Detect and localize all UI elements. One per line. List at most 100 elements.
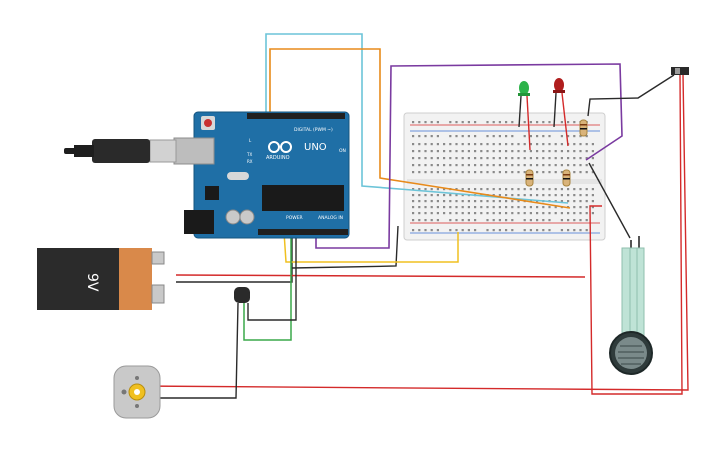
breadboard-hole[interactable] [486, 164, 489, 167]
breadboard-hole[interactable] [412, 157, 415, 160]
breadboard-hole[interactable] [424, 121, 427, 124]
breadboard-hole[interactable] [560, 229, 563, 232]
breadboard-hole[interactable] [498, 164, 501, 167]
breadboard-hole[interactable] [579, 229, 582, 232]
breadboard-hole[interactable] [418, 229, 421, 232]
breadboard-hole[interactable] [486, 212, 489, 215]
breadboard-hole[interactable] [455, 200, 458, 203]
breadboard-hole[interactable] [567, 157, 570, 160]
breadboard-hole[interactable] [424, 200, 427, 203]
breadboard-hole[interactable] [455, 143, 458, 146]
breadboard-hole[interactable] [486, 157, 489, 160]
breadboard-hole[interactable] [412, 135, 415, 138]
breadboard-hole[interactable] [548, 194, 551, 197]
breadboard-hole[interactable] [542, 143, 545, 146]
breadboard-hole[interactable] [505, 164, 508, 167]
breadboard-hole[interactable] [474, 171, 477, 174]
breadboard-hole[interactable] [443, 212, 446, 215]
breadboard-hole[interactable] [529, 143, 532, 146]
breadboard-hole[interactable] [436, 171, 439, 174]
breadboard-hole[interactable] [511, 150, 514, 153]
breadboard-hole[interactable] [424, 229, 427, 232]
breadboard-hole[interactable] [517, 143, 520, 146]
breadboard-hole[interactable] [517, 206, 520, 209]
breadboard-hole[interactable] [529, 194, 532, 197]
breadboard-hole[interactable] [505, 157, 508, 160]
breadboard-hole[interactable] [548, 219, 551, 222]
breadboard-hole[interactable] [424, 194, 427, 197]
breadboard-hole[interactable] [554, 206, 557, 209]
breadboard-hole[interactable] [560, 219, 563, 222]
breadboard-hole[interactable] [436, 212, 439, 215]
breadboard-hole[interactable] [443, 157, 446, 160]
breadboard-hole[interactable] [436, 121, 439, 124]
breadboard-hole[interactable] [554, 150, 557, 153]
breadboard-hole[interactable] [430, 219, 433, 222]
breadboard-hole[interactable] [511, 171, 514, 174]
breadboard-hole[interactable] [548, 157, 551, 160]
breadboard-hole[interactable] [443, 143, 446, 146]
breadboard-hole[interactable] [536, 219, 539, 222]
breadboard-hole[interactable] [591, 194, 594, 197]
breadboard-hole[interactable] [436, 150, 439, 153]
breadboard-hole[interactable] [511, 212, 514, 215]
breadboard-hole[interactable] [430, 164, 433, 167]
breadboard-hole[interactable] [523, 121, 526, 124]
breadboard-hole[interactable] [492, 143, 495, 146]
breadboard-hole[interactable] [554, 188, 557, 191]
breadboard-hole[interactable] [455, 188, 458, 191]
breadboard-hole[interactable] [480, 200, 483, 203]
breadboard-hole[interactable] [542, 206, 545, 209]
breadboard-hole[interactable] [455, 164, 458, 167]
breadboard-hole[interactable] [492, 164, 495, 167]
breadboard-hole[interactable] [517, 188, 520, 191]
breadboard-hole[interactable] [511, 206, 514, 209]
breadboard-hole[interactable] [567, 150, 570, 153]
breadboard-hole[interactable] [523, 135, 526, 138]
breadboard-hole[interactable] [579, 164, 582, 167]
breadboard-hole[interactable] [498, 171, 501, 174]
breadboard-hole[interactable] [461, 171, 464, 174]
breadboard-hole[interactable] [505, 212, 508, 215]
breadboard-hole[interactable] [474, 206, 477, 209]
breadboard-hole[interactable] [548, 229, 551, 232]
breadboard-hole[interactable] [430, 188, 433, 191]
breadboard-hole[interactable] [492, 194, 495, 197]
breadboard-hole[interactable] [567, 194, 570, 197]
breadboard-hole[interactable] [436, 200, 439, 203]
breadboard-hole[interactable] [461, 157, 464, 160]
breadboard-hole[interactable] [511, 135, 514, 138]
breadboard-hole[interactable] [424, 188, 427, 191]
breadboard-hole[interactable] [591, 206, 594, 209]
breadboard-hole[interactable] [492, 188, 495, 191]
breadboard-hole[interactable] [511, 157, 514, 160]
breadboard-hole[interactable] [573, 194, 576, 197]
breadboard-hole[interactable] [579, 212, 582, 215]
breadboard-hole[interactable] [585, 143, 588, 146]
breadboard-hole[interactable] [542, 188, 545, 191]
breadboard-hole[interactable] [560, 121, 563, 124]
breadboard-hole[interactable] [492, 219, 495, 222]
breadboard-hole[interactable] [585, 229, 588, 232]
breadboard-hole[interactable] [455, 135, 458, 138]
breadboard-hole[interactable] [461, 206, 464, 209]
breadboard-hole[interactable] [430, 157, 433, 160]
breadboard-hole[interactable] [436, 157, 439, 160]
breadboard-hole[interactable] [474, 164, 477, 167]
breadboard-hole[interactable] [461, 194, 464, 197]
breadboard-hole[interactable] [461, 212, 464, 215]
breadboard-hole[interactable] [474, 157, 477, 160]
breadboard-hole[interactable] [474, 200, 477, 203]
breadboard-hole[interactable] [591, 171, 594, 174]
breadboard-hole[interactable] [492, 206, 495, 209]
breadboard-hole[interactable] [498, 219, 501, 222]
breadboard-hole[interactable] [573, 200, 576, 203]
breadboard-hole[interactable] [567, 219, 570, 222]
slide-switch[interactable] [671, 67, 689, 75]
breadboard-hole[interactable] [418, 143, 421, 146]
breadboard-hole[interactable] [560, 188, 563, 191]
breadboard-hole[interactable] [436, 143, 439, 146]
breadboard-hole[interactable] [486, 229, 489, 232]
breadboard-hole[interactable] [436, 229, 439, 232]
breadboard-hole[interactable] [573, 206, 576, 209]
